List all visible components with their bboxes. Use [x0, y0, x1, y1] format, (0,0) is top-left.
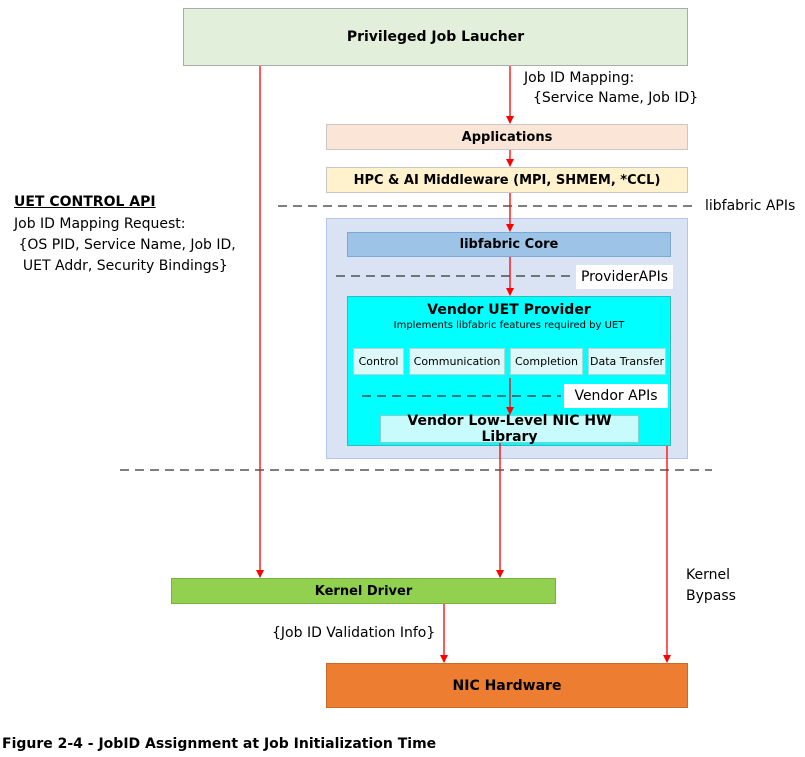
- feature-data-transfer-box: Data Transfer: [588, 348, 666, 375]
- feature-communication-box: Communication: [409, 348, 505, 375]
- vendor-apis-label: Vendor APIs: [564, 384, 668, 408]
- feature-completion-box: Completion: [510, 348, 583, 375]
- applications-box: Applications: [326, 124, 688, 150]
- kernel-bypass-line1: Kernel: [686, 567, 730, 583]
- uet-control-line2: {OS PID, Service Name, Job ID,: [14, 237, 236, 253]
- nic-library-box: Vendor Low-Level NIC HW Library: [380, 413, 639, 445]
- uet-control-line1: Job ID Mapping Request:: [14, 216, 186, 232]
- job-id-mapping-line2: {Service Name, Job ID}: [533, 90, 699, 106]
- feature-data-transfer-label: Data Transfer: [590, 355, 664, 368]
- figure-caption: Figure 2-4 - JobID Assignment at Job Ini…: [2, 736, 437, 752]
- job-id-mapping-line1: Job ID Mapping:: [524, 70, 635, 86]
- libfabric-core-label: libfabric Core: [459, 237, 559, 252]
- feature-communication-label: Communication: [413, 355, 501, 368]
- vendor-uet-provider-subtitle: Implements libfabric features required b…: [393, 320, 625, 331]
- privileged-job-launcher-label: Privileged Job Laucher: [346, 29, 525, 45]
- middleware-box: HPC & AI Middleware (MPI, SHMEM, *CCL): [326, 167, 688, 193]
- feature-completion-label: Completion: [514, 355, 578, 368]
- applications-label: Applications: [461, 129, 553, 145]
- vendor-uet-provider-title: Vendor UET Provider: [427, 302, 591, 318]
- nic-hardware-label: NIC Hardware: [452, 677, 562, 694]
- nic-hardware-box: NIC Hardware: [326, 663, 688, 708]
- kernel-driver-box: Kernel Driver: [171, 578, 556, 604]
- uet-control-line3: UET Addr, Security Bindings}: [14, 258, 228, 274]
- nic-library-label: Vendor Low-Level NIC HW Library: [407, 413, 612, 445]
- kernel-bypass-line2: Bypass: [686, 588, 736, 604]
- validation-info-label: {Job ID Validation Info}: [272, 625, 436, 641]
- feature-control-box: Control: [353, 348, 404, 375]
- privileged-job-launcher-box: Privileged Job Laucher: [183, 8, 688, 66]
- libfabric-apis-label: libfabric APIs: [705, 198, 796, 214]
- kernel-driver-label: Kernel Driver: [314, 583, 413, 599]
- feature-control-label: Control: [358, 355, 399, 368]
- libfabric-core-box: libfabric Core: [347, 232, 671, 257]
- uet-control-title: UET CONTROL API: [14, 194, 156, 210]
- middleware-label: HPC & AI Middleware (MPI, SHMEM, *CCL): [353, 172, 661, 188]
- provider-apis-label: ProviderAPIs: [576, 265, 673, 289]
